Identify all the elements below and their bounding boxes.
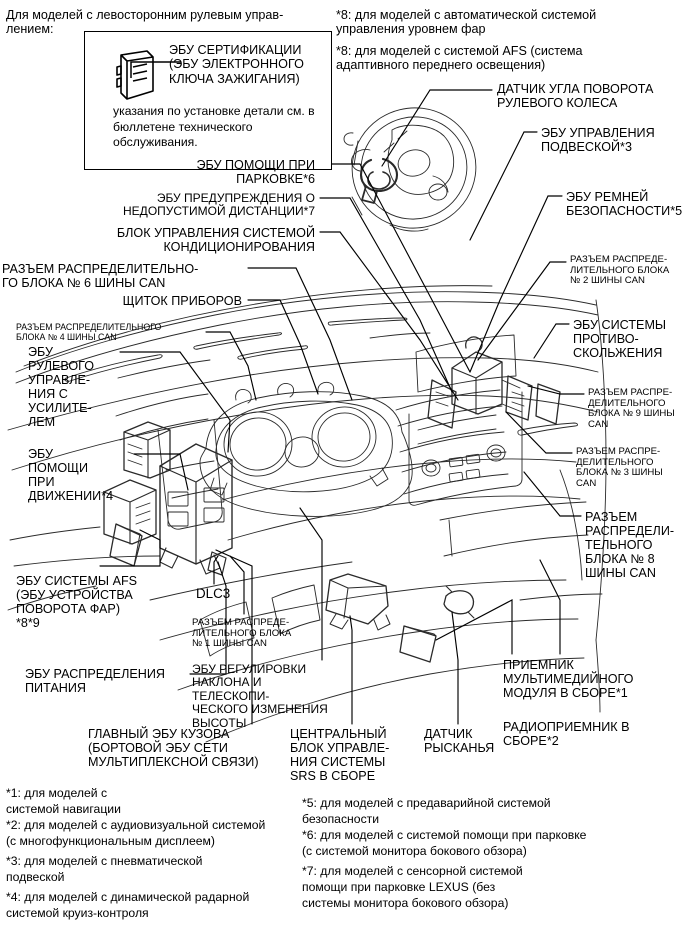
label-can-junction-connector-no6: РАЗЪЕМ РАСПРЕДЕЛИТЕЛЬНО- ГО БЛОКА № 6 ШИ… (2, 262, 199, 291)
top-note-8a: *8: для моделей с автоматической системо… (336, 8, 597, 37)
label-skid-control-ecu: ЭБУ СИСТЕМЫ ПРОТИВО- СКОЛЬЖЕНИЯ (573, 318, 667, 361)
footnote-7: *7: для моделей с сенсорной системой пом… (302, 864, 523, 910)
label-suspension-control-ecu: ЭБУ УПРАВЛЕНИЯ ПОДВЕСКОЙ*3 (541, 126, 655, 155)
label-dlc3: DLC3 (196, 586, 231, 601)
footnote-6: *6: для моделей с системой помощи при па… (302, 828, 587, 858)
label-can-junction-connector-no9: РАЗЪЕМ РАСПРЕ- ДЕЛИТЕЛЬНОГО БЛОКА № 9 ШИ… (588, 387, 675, 431)
label-power-distribution-ecu: ЭБУ РАСПРЕДЕЛЕНИЯ ПИТАНИЯ (25, 667, 165, 696)
label-power-steering-ecu: ЭБУ РУЛЕВОГО УПРАВЛЕ- НИЯ С УСИЛИТЕ- ЛЕМ (28, 345, 95, 430)
label-distance-warning-ecu: ЭБУ ПРЕДУПРЕЖДЕНИЯ О НЕДОПУСТИМОЙ ДИСТАН… (123, 191, 315, 219)
footnote-4: *4: для моделей с динамической радарной … (6, 890, 250, 920)
label-combination-meter: ЩИТОК ПРИБОРОВ (122, 294, 242, 308)
callout-leader-line (130, 61, 181, 78)
label-tilt-telescopic-ecu: ЭБУ РЕГУЛИРОВКИ НАКЛОНА И ТЕЛЕСКОПИ- ЧЕС… (192, 662, 328, 730)
footnote-3: *3: для моделей с пневматической подвеск… (6, 854, 203, 884)
label-radio-receiver: РАДИОПРИЕМНИК В СБОРЕ*2 (503, 720, 630, 749)
label-steering-angle-sensor: ДАТЧИК УГЛА ПОВОРОТА РУЛЕВОГО КОЛЕСА (497, 82, 654, 111)
label-afs-ecu: ЭБУ СИСТЕМЫ AFS (ЭБУ УСТРОЙСТВА ПОВОРОТА… (16, 574, 138, 631)
label-can-junction-connector-no8: РАЗЪЕМ РАСПРЕДЕЛИ- ТЕЛЬНОГО БЛОКА № 8 ШИ… (585, 510, 675, 581)
label-srs-center-assembly: ЦЕНТРАЛЬНЫЙ БЛОК УПРАВЛЕ- НИЯ СИСТЕМЫ SR… (290, 727, 390, 784)
label-seat-belt-ecu: ЭБУ РЕМНЕЙ БЕЗОПАСНОСТИ*5 (566, 190, 683, 219)
label-can-junction-connector-no3: РАЗЪЕМ РАСПРЕ- ДЕЛИТЕЛЬНОГО БЛОКА № 3 ШИ… (576, 446, 663, 490)
label-main-body-ecu: ГЛАВНЫЙ ЭБУ КУЗОВА (БОРТОВОЙ ЭБУ СЕТИ МУ… (88, 727, 259, 770)
footnote-5: *5: для моделей с предаварийной системой… (302, 796, 551, 826)
certification-callout-box: ЭБУ СЕРТИФИКАЦИИ (ЭБУ ЭЛЕКТРОННОГО КЛЮЧА… (84, 31, 332, 170)
callout-note: указания по установке детали см. в бюлле… (113, 104, 315, 150)
label-parking-assist-ecu: ЭБУ ПОМОЩИ ПРИ ПАРКОВКЕ*6 (196, 158, 315, 187)
label-can-junction-connector-no2: РАЗЪЕМ РАСПРЕДЕ- ЛИТЕЛЬНОГО БЛОКА № 2 ШИ… (570, 254, 670, 287)
label-driving-support-ecu: ЭБУ ПОМОЩИ ПРИ ДВИЖЕНИИ*4 (28, 447, 114, 504)
label-can-junction-connector-no1: РАЗЪЕМ РАСПРЕДЕ- ЛИТЕЛЬНОГО БЛОКА № 1 ШИ… (192, 617, 292, 650)
label-multimedia-receiver: ПРИЕМНИК МУЛЬТИМЕДИЙНОГО МОДУЛЯ В СБОРЕ*… (503, 658, 634, 701)
label-ac-amplifier: БЛОК УПРАВЛЕНИЯ СИСТЕМОЙ КОНДИЦИОНИРОВАН… (116, 226, 315, 255)
intro-text: Для моделей с левосторонним рулевым упра… (6, 8, 284, 37)
label-can-junction-connector-no4: РАЗЪЕМ РАСПРЕДЕЛИТЕЛЬНОГО БЛОКА № 4 ШИНЫ… (16, 322, 162, 342)
ecu-module-icon (116, 50, 154, 100)
callout-title: ЭБУ СЕРТИФИКАЦИИ (ЭБУ ЭЛЕКТРОННОГО КЛЮЧА… (169, 43, 304, 86)
label-yaw-rate-sensor: ДАТЧИК РЫСКАНЬЯ (424, 727, 495, 756)
top-note-8b: *8: для моделей с системой AFS (система … (336, 44, 583, 73)
footnote-1: *1: для моделей с системой навигации (6, 786, 121, 816)
footnote-2: *2: для моделей с аудиовизуальной систем… (6, 818, 266, 848)
